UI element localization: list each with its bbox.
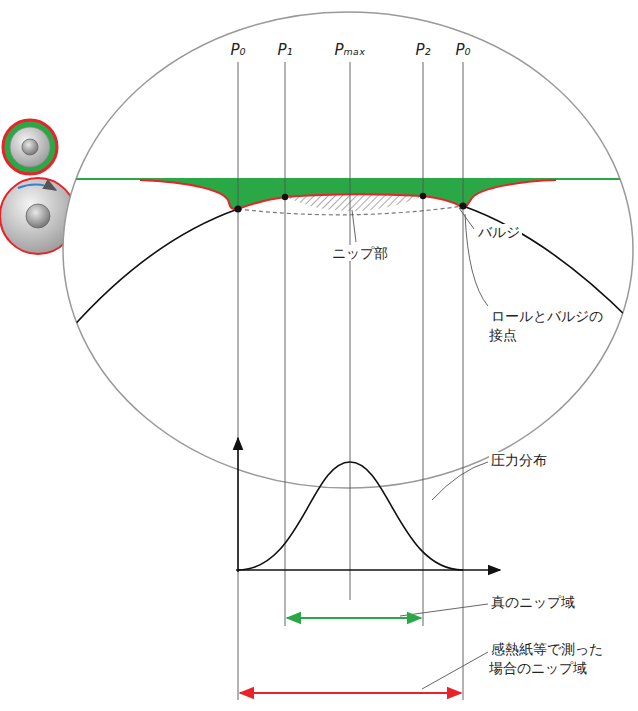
roll-surface — [463, 206, 630, 320]
label-text: P₀ — [228, 41, 247, 59]
p-label: P₂ — [413, 40, 432, 60]
bulge-label: バルジ — [476, 223, 522, 242]
leader-lines — [352, 208, 488, 689]
p-label: P₀ — [453, 40, 472, 60]
pressure-label: 圧力分布 — [489, 451, 549, 470]
true-nip-label: 真のニップ域 — [489, 593, 577, 612]
pressure-chart — [236, 438, 500, 572]
label-text: ニップ部 — [330, 245, 390, 261]
label-text: 圧力分布 — [489, 452, 549, 468]
label-text: P₁ — [275, 41, 294, 59]
contact-dots — [234, 193, 466, 213]
measured-nip-label: 感熱紙等で測った場合のニップ域 — [489, 640, 611, 678]
label-text: 真のニップ域 — [489, 594, 577, 610]
rubber-outline — [140, 180, 556, 209]
label-text: バルジ — [476, 224, 522, 240]
reference-lines — [238, 62, 463, 700]
roll-surface-dashed — [238, 206, 463, 215]
nip-hatch — [285, 194, 423, 211]
zoom-ellipse — [63, 12, 633, 488]
true-nip-arrow — [287, 617, 421, 619]
p-label: Pₘₐₓ — [333, 40, 368, 60]
label-text: 感熱紙等で測った場合のニップ域 — [489, 641, 603, 676]
p-label: P₀ — [228, 40, 247, 60]
contact-label: ロールとバルジの接点 — [489, 307, 611, 345]
label-text: Pₘₐₓ — [333, 41, 368, 59]
measured-nip-arrow — [240, 692, 461, 694]
label-text: P₀ — [453, 41, 472, 59]
p-label: P₁ — [275, 40, 294, 60]
roll-surface — [70, 209, 238, 330]
label-text: ロールとバルジの接点 — [489, 308, 603, 343]
label-text: P₂ — [413, 41, 432, 59]
nip-label: ニップ部 — [330, 244, 390, 263]
